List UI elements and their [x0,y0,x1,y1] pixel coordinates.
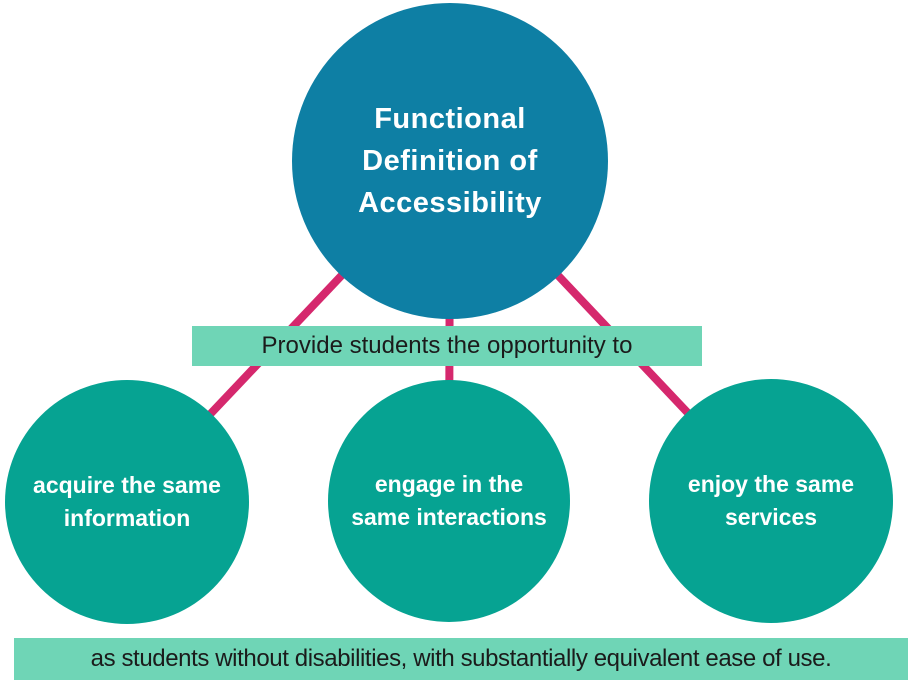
footer-banner: as students without disabilities, with s… [14,638,908,680]
branch-circle-information: acquire the same information [5,380,249,624]
hub-circle: Functional Definition of Accessibility [292,3,608,319]
hub-title-line-1: Functional [374,103,526,135]
hub-title: Functional Definition of Accessibility [358,98,542,224]
opportunity-banner-text: Provide students the opportunity to [261,332,633,359]
branch-circle-services: enjoy the same services [649,379,893,623]
footer-banner-text: as students without disabilities, with s… [90,645,832,672]
branch-label-information: acquire the same information [33,472,221,531]
branch-label-services: enjoy the same services [687,471,855,530]
opportunity-banner: Provide students the opportunity to [192,326,702,366]
hub-title-line-3: Accessibility [358,187,542,219]
branch-circle-interactions: engage in the same interactions [328,380,570,622]
hub-title-line-2: Definition of [362,145,538,177]
branch-label-interactions: engage in the same interactions [351,471,547,530]
